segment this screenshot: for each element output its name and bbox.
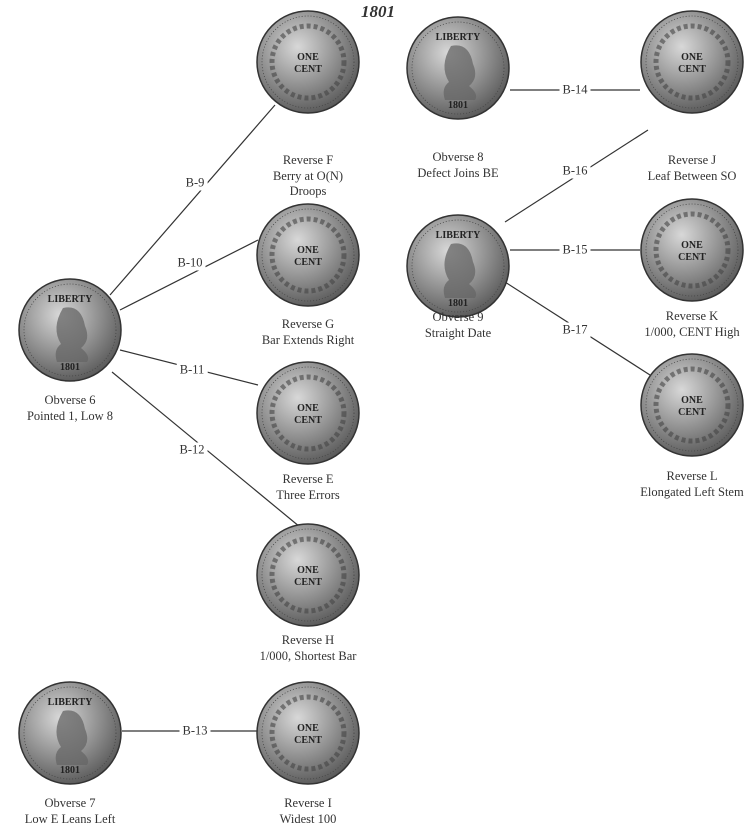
die-description: Leaf Between SO	[647, 168, 737, 183]
variety-label-b-14: B-14	[559, 82, 591, 98]
revI-coin-image: ONE CENT	[256, 681, 360, 785]
die-name: Reverse K	[665, 309, 719, 323]
die-name: Reverse F	[282, 153, 334, 167]
variety-label-b-13: B-13	[179, 723, 211, 739]
coin-one: ONE	[297, 52, 319, 63]
coin-one: ONE	[297, 565, 319, 576]
die-name: Reverse E	[282, 472, 334, 486]
die-description: Straight Date	[424, 325, 492, 340]
revJ-coin-image: ONE CENT	[640, 10, 744, 114]
revF-coin-image: ONE CENT	[256, 10, 360, 114]
coin-cent: CENT	[294, 257, 322, 268]
coin-date: 1801	[60, 765, 80, 776]
obv7-coin-image: LIBERTY 1801	[18, 681, 122, 785]
coin-cent: CENT	[678, 252, 706, 263]
die-description: Droops	[289, 184, 327, 198]
coin-cent: CENT	[678, 64, 706, 75]
die-name: Reverse H	[281, 633, 335, 647]
revK-coin-image: ONE CENT	[640, 198, 744, 302]
diagram-title: 1801	[361, 2, 395, 21]
variety-label-b-9: B-9	[182, 175, 208, 191]
die-name: Reverse I	[284, 796, 332, 810]
revE-coin-image: ONE CENT	[256, 361, 360, 465]
die-description: Pointed 1, Low 8	[26, 408, 114, 423]
coin-cent: CENT	[678, 407, 706, 418]
variety-label-b-12: B-12	[176, 442, 208, 458]
coin-date: 1801	[448, 298, 468, 309]
connector-b-10	[119, 239, 259, 311]
coin-date: 1801	[448, 100, 468, 111]
coin-cent: CENT	[294, 415, 322, 426]
connector-b-9	[109, 104, 276, 296]
coin-cent: CENT	[294, 735, 322, 746]
die-description: Three Errors	[276, 487, 340, 502]
die-name: Reverse G	[281, 317, 335, 331]
obv6-coin-image: LIBERTY 1801	[18, 278, 122, 382]
coin-one: ONE	[297, 403, 319, 414]
die-name: Obverse 6	[44, 393, 96, 407]
die-description: Berry at O(N)	[272, 168, 344, 183]
coin-one: ONE	[297, 723, 319, 734]
die-name: Obverse 9	[432, 310, 484, 324]
die-description: 1/000, CENT High	[644, 324, 740, 339]
variety-label-b-15: B-15	[559, 242, 591, 258]
variety-label-b-11: B-11	[176, 362, 208, 378]
die-name: Obverse 8	[432, 150, 484, 164]
coin-legend: LIBERTY	[48, 294, 93, 305]
coin-legend: LIBERTY	[436, 230, 481, 241]
obv8-coin-image: LIBERTY 1801	[406, 16, 510, 120]
revG-coin-image: ONE CENT	[256, 203, 360, 307]
coin-one: ONE	[297, 245, 319, 256]
variety-label-b-16: B-16	[559, 163, 591, 179]
coin-cent: CENT	[294, 64, 322, 75]
variety-label-b-17: B-17	[559, 322, 591, 338]
die-description: 1/000, Shortest Bar	[259, 648, 357, 663]
die-description: Elongated Left Stem	[640, 484, 744, 499]
coin-one: ONE	[681, 52, 703, 63]
coin-legend: LIBERTY	[48, 697, 93, 708]
coin-date: 1801	[60, 362, 80, 373]
die-description: Bar Extends Right	[261, 332, 355, 347]
coin-legend: LIBERTY	[436, 32, 481, 43]
coin-cent: CENT	[294, 577, 322, 588]
die-name: Reverse J	[667, 153, 717, 167]
coin-one: ONE	[681, 240, 703, 251]
revL-coin-image: ONE CENT	[640, 353, 744, 457]
die-description: Widest 100	[279, 811, 337, 826]
die-name: Reverse L	[666, 469, 718, 483]
variety-label-b-10: B-10	[174, 255, 206, 271]
die-name: Obverse 7	[44, 796, 96, 810]
obv9-coin-image: LIBERTY 1801	[406, 214, 510, 318]
coin-one: ONE	[681, 395, 703, 406]
die-description: Low E Leans Left	[24, 811, 116, 826]
revH-coin-image: ONE CENT	[256, 523, 360, 627]
die-description: Defect Joins BE	[417, 165, 499, 180]
